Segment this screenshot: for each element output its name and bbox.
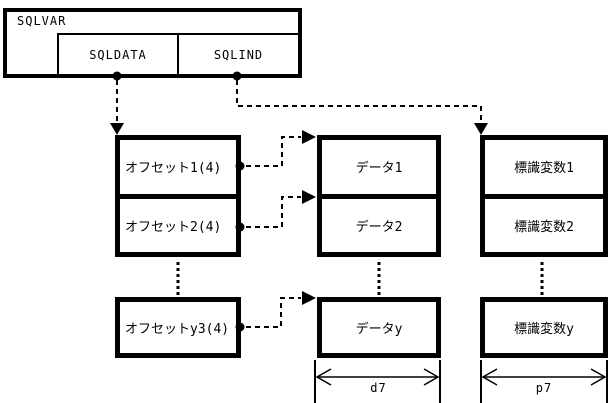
data-row-y: データy [317,297,441,358]
indicator-width-label: p7 [535,381,553,395]
sqlvar-box: SQLVAR SQLDATA SQLIND [3,8,302,78]
indicator-row-1: 標識変数1 [514,161,574,177]
sqlvar-title: SQLVAR [17,14,67,28]
data-row-1: データ1 [355,161,403,177]
indicator-area-box: 標識変数1 標識変数2 [480,135,608,257]
arrow-down-icon [474,123,488,135]
arrow-right-icon [302,291,316,305]
data-width-label: d7 [370,381,387,395]
offset2-arrow-line [246,196,301,228]
arrow-down-icon [110,123,124,135]
data-row-2: データ2 [322,193,436,253]
data-area-box: データ1 データ2 [317,135,441,257]
sqlvar-field-table: SQLDATA SQLIND [57,33,298,74]
sqlind-arrow-line [236,80,482,122]
indicator-row-2: 標識変数2 [485,193,603,253]
offset-row-2: オフセット2(4) [120,193,236,253]
sqlind-label: SQLIND [213,47,264,62]
offset1-arrow-line [246,136,301,167]
sqldata-cell: SQLDATA [59,35,179,74]
offset-row-y: オフセットy3(4) [115,297,241,358]
offset-row-1: オフセット1(4) [125,161,222,177]
offsety-arrow-line [246,297,301,328]
sqldata-label: SQLDATA [89,47,147,62]
arrow-right-icon [302,190,316,204]
sqlind-cell: SQLIND [179,35,298,74]
indicator-row-y: 標識変数y [480,297,608,358]
offset-table-box: オフセット1(4) オフセット2(4) [115,135,241,257]
arrow-right-icon [302,130,316,144]
